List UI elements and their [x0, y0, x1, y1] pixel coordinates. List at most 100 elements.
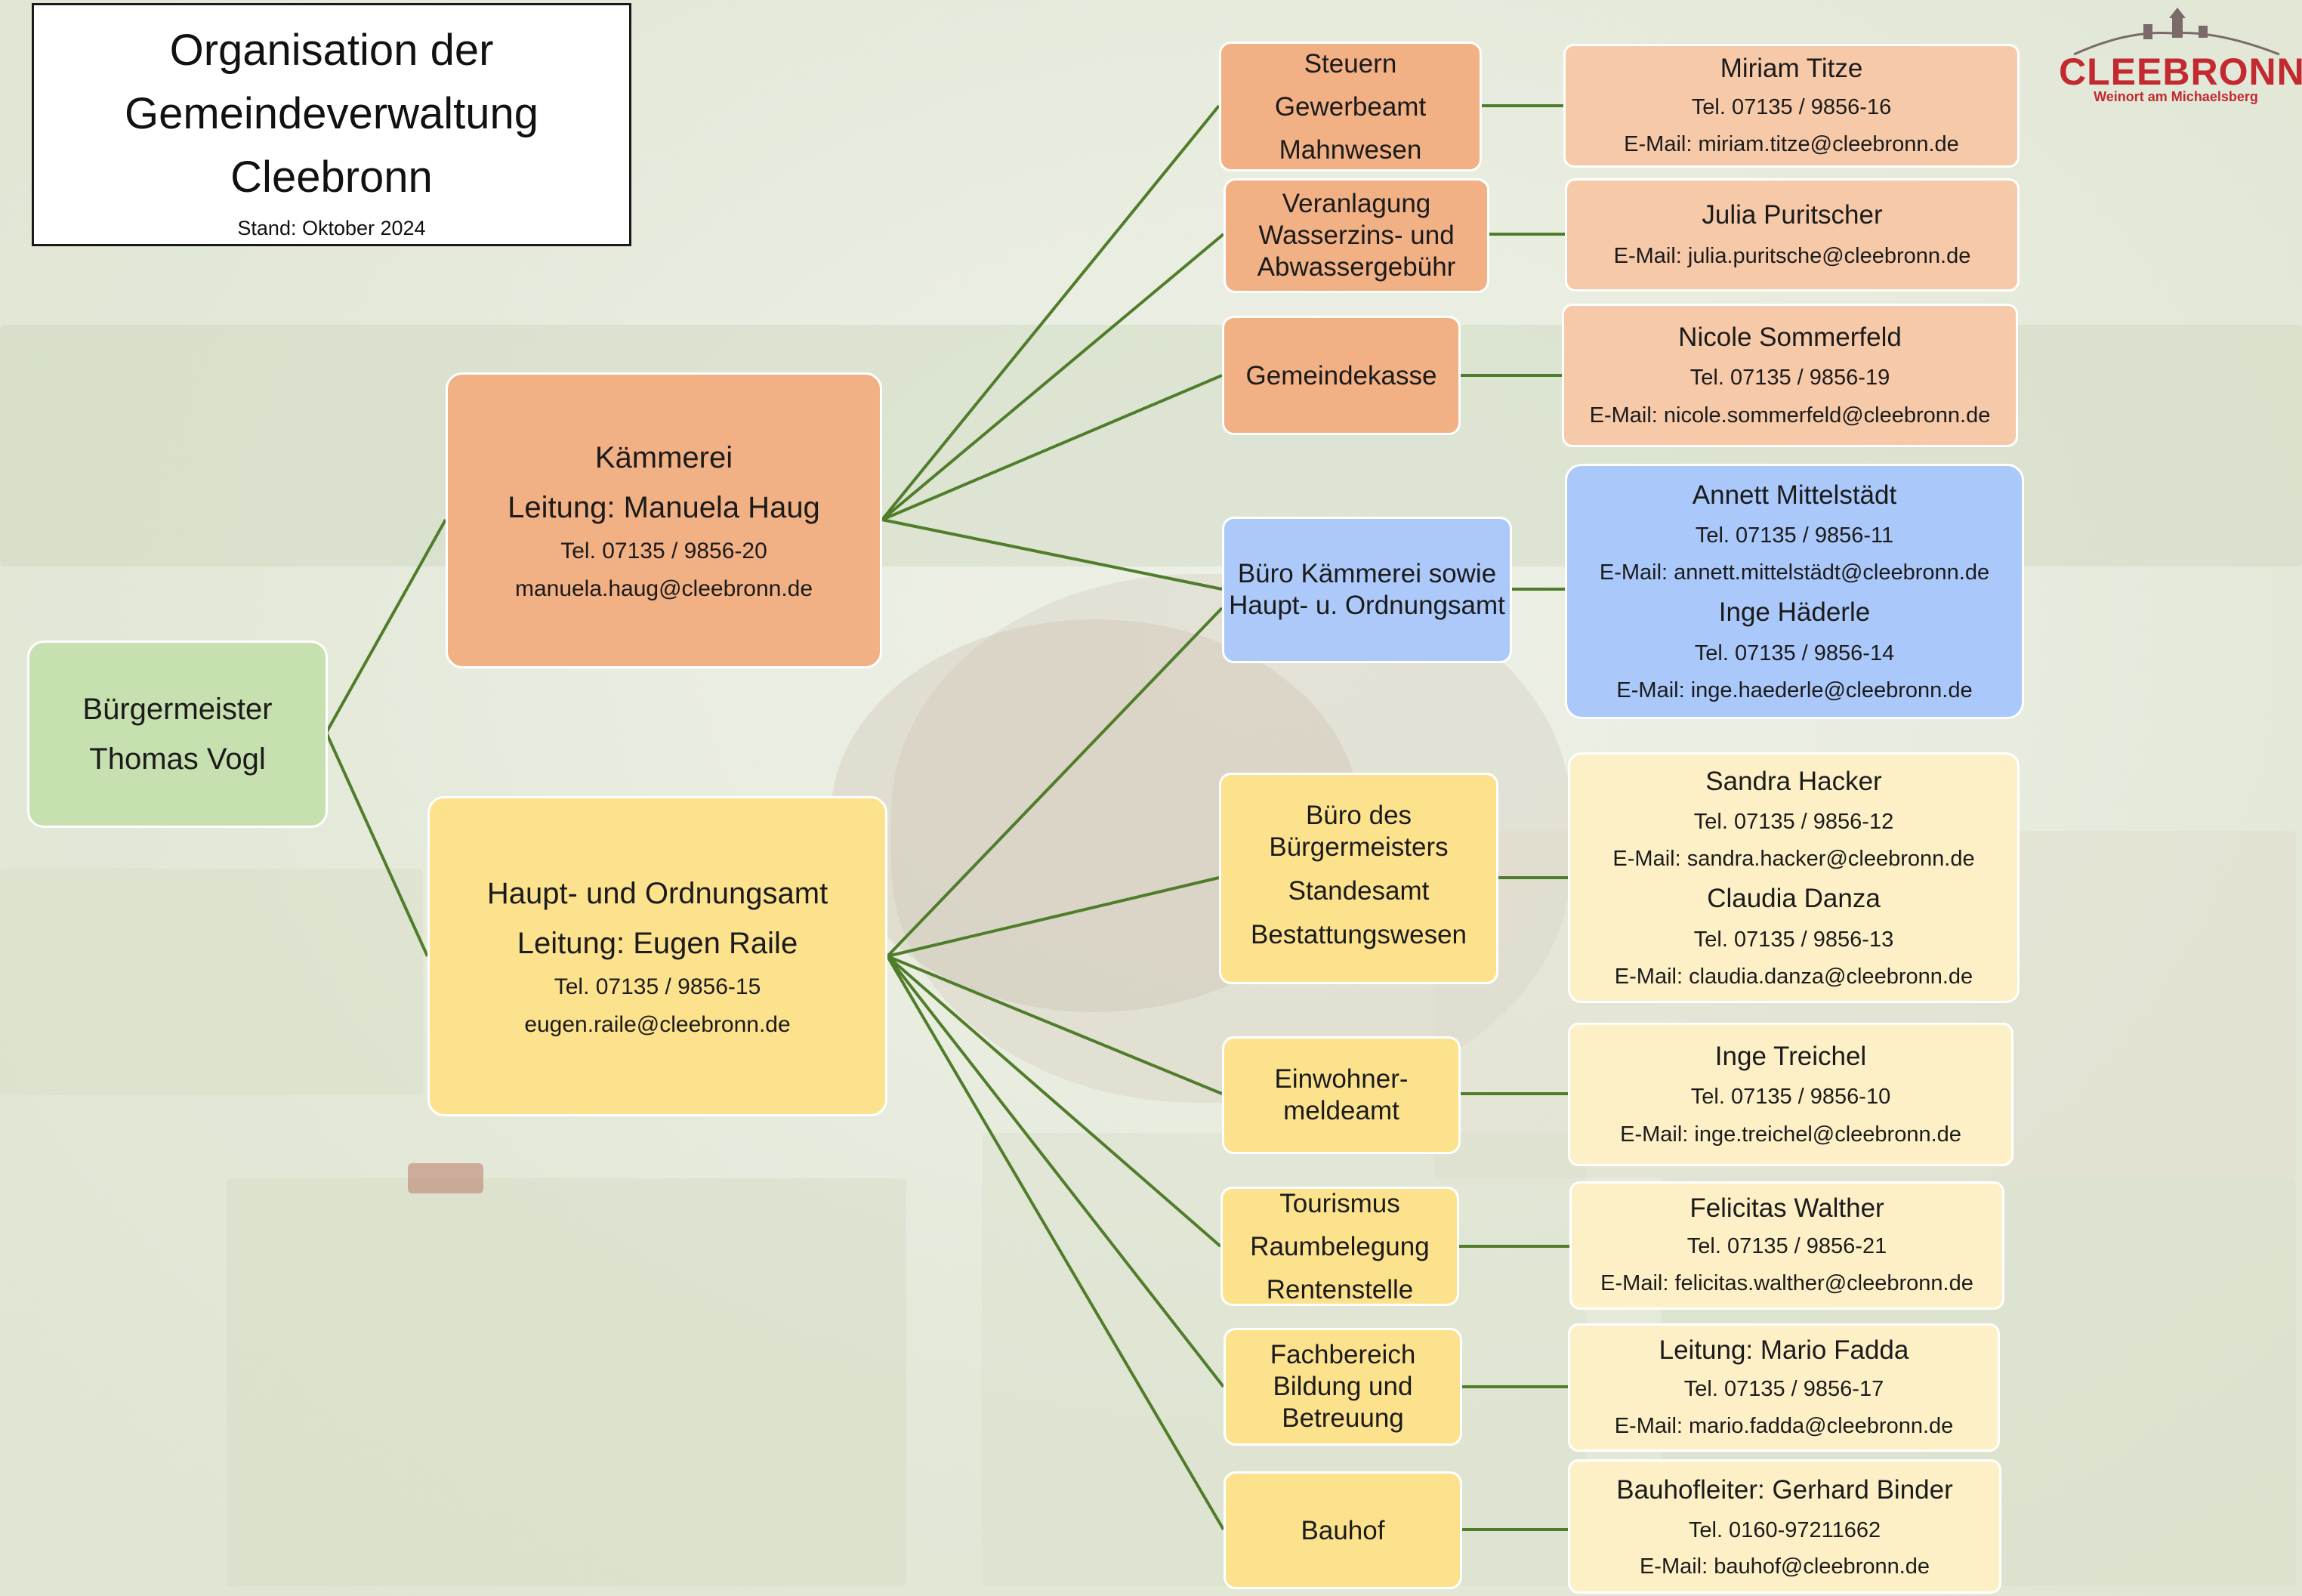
mayor-box: Bürgermeister Thomas Vogl	[27, 641, 328, 828]
dept-veranlagung: Veranlagung Wasserzins- und Abwassergebü…	[1224, 178, 1489, 293]
person-tel: Tel. 07135 / 9856-21	[1686, 1234, 1887, 1258]
hauptamt-tel: Tel. 07135 / 9856-15	[554, 974, 761, 999]
line-k-kasse	[881, 374, 1223, 521]
person-box-buero-kaemmerei: Annett Mittelstädt Tel. 07135 / 9856-11 …	[1565, 464, 2024, 719]
dept-line: Veranlagung	[1282, 189, 1431, 218]
person-email: E-Mail: annett.mittelstädt@cleebronn.de	[1599, 560, 1990, 585]
person-name: Annett Mittelstädt	[1692, 480, 1897, 510]
line-h-bauhof	[886, 955, 1225, 1531]
line-h-buero-bm	[887, 876, 1220, 958]
line-k-veranlagung	[881, 233, 1225, 521]
line-k-steuern	[881, 104, 1220, 521]
person-name: Sandra Hacker	[1705, 767, 1882, 796]
dept-line: Rentenstelle	[1266, 1274, 1414, 1304]
castle-icon	[2073, 8, 2280, 56]
kaemmerei-box: Kämmerei Leitung: Manuela Haug Tel. 0713…	[446, 372, 882, 668]
dept-line: Bürgermeisters	[1269, 832, 1449, 862]
mayor-role: Bürgermeister	[82, 693, 273, 726]
kaemmerei-tel: Tel. 07135 / 9856-20	[560, 539, 767, 563]
dept-line: Bauhof	[1301, 1515, 1385, 1545]
person-email: E-Mail: inge.haederle@cleebronn.de	[1616, 678, 1973, 702]
person-name: Claudia Danza	[1707, 884, 1881, 913]
stand-date: Stand: Oktober 2024	[237, 217, 426, 239]
logo-name: CLEEBRONN	[2059, 51, 2302, 93]
person-tel: Tel. 07135 / 9856-12	[1693, 810, 1894, 834]
dept-bildung: Fachbereich Bildung und Betreuung	[1224, 1328, 1462, 1446]
kaemmerei-lead: Leitung: Manuela Haug	[508, 491, 820, 524]
person-box-binder: Bauhofleiter: Gerhard Binder Tel. 0160-9…	[1568, 1459, 2001, 1594]
dept-line: Steuern	[1304, 48, 1397, 79]
hauptamt-lead: Leitung: Eugen Raile	[517, 927, 798, 960]
person-email: E-Mail: bauhof@cleebronn.de	[1639, 1554, 1930, 1579]
person-name: Felicitas Walther	[1689, 1193, 1884, 1223]
dept-line: Bildung und	[1273, 1372, 1413, 1401]
person-tel: Tel. 07135 / 9856-10	[1690, 1085, 1891, 1109]
kaemmerei-email: manuela.haug@cleebronn.de	[514, 576, 813, 601]
dept-line: Standesamt	[1288, 876, 1430, 906]
person-box-treichel: Inge Treichel Tel. 07135 / 9856-10 E-Mai…	[1568, 1023, 2013, 1166]
person-box-sommerfeld: Nicole Sommerfeld Tel. 07135 / 9856-19 E…	[1562, 304, 2018, 447]
hauptamt-title: Haupt- und Ordnungsamt	[486, 877, 829, 910]
dept-line: Abwassergebühr	[1257, 252, 1456, 282]
person-email: E-Mail: nicole.sommerfeld@cleebronn.de	[1589, 403, 1991, 428]
dept-line: Gemeindekasse	[1245, 360, 1437, 391]
dept-line: Betreuung	[1282, 1403, 1404, 1433]
hauptamt-box: Haupt- und Ordnungsamt Leitung: Eugen Ra…	[427, 796, 887, 1116]
person-name: Julia Puritscher	[1702, 200, 1883, 230]
dept-line: Wasserzins- und	[1258, 221, 1455, 250]
title-line-3: Cleebronn	[230, 153, 433, 202]
dept-line: Fachbereich	[1270, 1340, 1416, 1369]
person-box-walther: Felicitas Walther Tel. 07135 / 9856-21 E…	[1569, 1181, 2004, 1310]
person-email: E-Mail: claudia.danza@cleebronn.de	[1614, 965, 1973, 989]
person-tel: Tel. 07135 / 9856-16	[1691, 95, 1892, 119]
dept-buero-kaemmerei: Büro Kämmerei sowie Haupt- u. Ordnungsam…	[1222, 517, 1512, 663]
person-name: Miriam Titze	[1720, 54, 1863, 83]
dept-buero-buergermeister: Büro des Bürgermeisters Standesamt Besta…	[1219, 773, 1498, 984]
dept-line: Mahnwesen	[1279, 134, 1422, 165]
dept-bauhof: Bauhof	[1224, 1471, 1462, 1589]
person-name: Inge Häderle	[1718, 597, 1871, 627]
line-h-tourismus	[886, 955, 1222, 1248]
dept-line: Raumbelegung	[1250, 1231, 1430, 1261]
title-line-2: Gemeindeverwaltung	[124, 89, 539, 138]
dept-line: Tourismus	[1279, 1188, 1400, 1218]
kaemmerei-title: Kämmerei	[594, 441, 733, 474]
dept-line: Gewerbeamt	[1274, 91, 1427, 122]
dept-line: Haupt- u. Ordnungsamt	[1229, 591, 1505, 620]
line-mayor-kaemmerei	[325, 519, 447, 733]
person-tel: Tel. 07135 / 9856-17	[1683, 1377, 1884, 1401]
dept-steuern: Steuern Gewerbeamt Mahnwesen	[1219, 42, 1482, 171]
person-email: E-Mail: miriam.titze@cleebronn.de	[1624, 132, 1959, 156]
line-h-einwohner	[887, 955, 1223, 1095]
dept-line: Büro Kämmerei sowie	[1237, 559, 1497, 588]
line-k-buero	[881, 518, 1223, 591]
person-name: Inge Treichel	[1714, 1042, 1867, 1071]
person-tel: Tel. 0160-97211662	[1688, 1518, 1881, 1542]
person-email: E-Mail: felicitas.walther@cleebronn.de	[1600, 1271, 1973, 1295]
person-tel: Tel. 07135 / 9856-19	[1689, 366, 1890, 390]
person-tel: Tel. 07135 / 9856-11	[1695, 523, 1894, 548]
title-line-1: Organisation der	[169, 26, 494, 75]
dept-line: Büro des	[1305, 801, 1412, 830]
line-h-bildung	[886, 955, 1225, 1388]
dept-line: meldeamt	[1283, 1096, 1399, 1125]
dept-line: Einwohner-	[1274, 1064, 1409, 1094]
cleebronn-logo: CLEEBRONN Weinort am Michaelsberg	[2059, 8, 2302, 113]
dept-einwohnermeldeamt: Einwohner- meldeamt	[1222, 1036, 1461, 1154]
dept-line: Bestattungswesen	[1250, 920, 1467, 949]
line-h-buero	[886, 607, 1224, 958]
dept-tourismus: Tourismus Raumbelegung Rentenstelle	[1220, 1187, 1459, 1306]
person-box-titze: Miriam Titze Tel. 07135 / 9856-16 E-Mail…	[1563, 44, 2020, 168]
hauptamt-email: eugen.raile@cleebronn.de	[524, 1012, 791, 1037]
mayor-name: Thomas Vogl	[89, 742, 266, 776]
person-email: E-Mail: inge.treichel@cleebronn.de	[1620, 1122, 1961, 1147]
person-name: Nicole Sommerfeld	[1678, 323, 1902, 352]
person-box-puritscher: Julia Puritscher E-Mail: julia.puritsche…	[1565, 178, 2020, 292]
logo-subtitle: Weinort am Michaelsberg	[2094, 89, 2258, 104]
person-box-fadda: Leitung: Mario Fadda Tel. 07135 / 9856-1…	[1568, 1323, 2000, 1452]
person-tel: Tel. 07135 / 9856-13	[1693, 928, 1894, 952]
person-name: Bauhofleiter: Gerhard Binder	[1616, 1475, 1953, 1505]
person-name: Leitung: Mario Fadda	[1659, 1335, 1909, 1365]
line-mayor-hauptamt	[325, 732, 429, 957]
